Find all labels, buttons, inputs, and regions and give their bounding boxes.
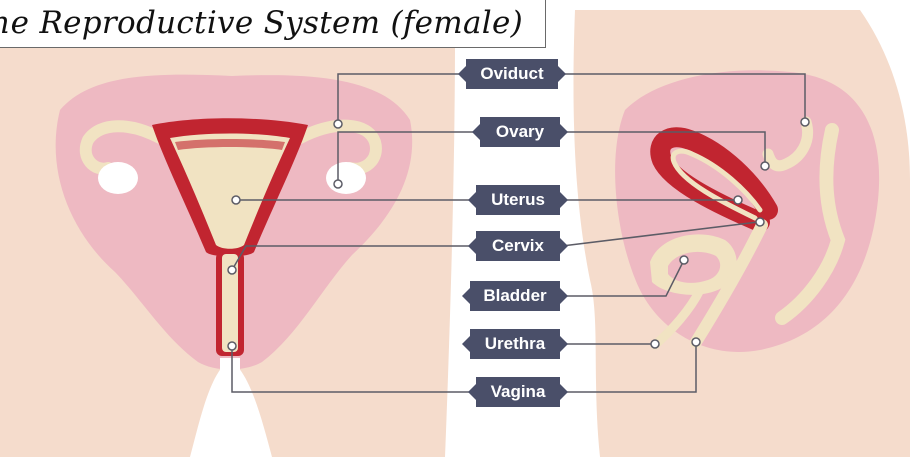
vaginal-opening bbox=[220, 358, 240, 392]
diagram-title: he Reproductive System (female) bbox=[0, 5, 523, 41]
endpoint-cervix-left bbox=[228, 266, 236, 274]
label-vagina: Vagina bbox=[476, 377, 560, 407]
label-bladder: Bladder bbox=[470, 281, 560, 311]
title-box: he Reproductive System (female) bbox=[0, 0, 546, 48]
label-urethra: Urethra bbox=[470, 329, 560, 359]
endpoint-cervix-right bbox=[756, 218, 764, 226]
left-ovary bbox=[98, 162, 138, 194]
endpoint-oviduct-left bbox=[334, 120, 342, 128]
right-ovary bbox=[326, 162, 366, 194]
endpoint-vagina-left bbox=[228, 342, 236, 350]
endpoint-bladder bbox=[680, 256, 688, 264]
endpoint-ovary-right bbox=[761, 162, 769, 170]
endpoint-oviduct-right bbox=[801, 118, 809, 126]
label-oviduct: Oviduct bbox=[466, 59, 558, 89]
label-ovary: Ovary bbox=[480, 117, 560, 147]
endpoint-urethra bbox=[651, 340, 659, 348]
endpoint-vagina-right bbox=[692, 338, 700, 346]
endpoint-uterus-right bbox=[734, 196, 742, 204]
endpoint-uterus-left bbox=[232, 196, 240, 204]
endpoint-ovary-left bbox=[334, 180, 342, 188]
label-cervix: Cervix bbox=[476, 231, 560, 261]
label-uterus: Uterus bbox=[476, 185, 560, 215]
